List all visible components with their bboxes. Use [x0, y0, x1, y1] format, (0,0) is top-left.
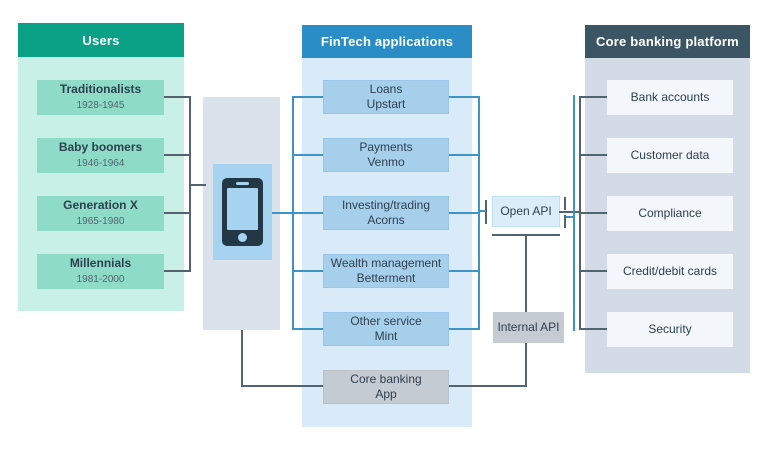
users-header: Users [18, 23, 184, 57]
fintech-node-investing: Investing/trading Acorns [323, 196, 449, 230]
connector-line [581, 154, 607, 156]
user-group-years: 1928-1945 [76, 100, 125, 111]
smartphone-speaker [236, 182, 249, 185]
fintech-category: Investing/trading [341, 198, 431, 212]
connector-line [164, 212, 190, 214]
connector-line [579, 96, 581, 330]
user-group-label: Baby boomers [58, 140, 143, 154]
connector-line [525, 343, 527, 387]
user-group-years: 1946-1964 [76, 158, 125, 169]
fintech-provider: App [375, 387, 397, 401]
user-group-baby-boomers: Baby boomers 1946-1964 [37, 138, 164, 173]
core-node-credit-debit-cards: Credit/debit cards [607, 254, 733, 289]
internal-api-node: Internal API [493, 312, 564, 343]
fintech-node-wealth-management: Wealth management Betterment [323, 254, 449, 288]
fintech-panel [302, 58, 472, 427]
connector-line [581, 270, 607, 272]
fintech-node-other-service: Other service Mint [323, 312, 449, 346]
connector-line [294, 212, 323, 214]
connector-line [566, 216, 574, 218]
connector-line [294, 328, 323, 330]
smartphone-node [213, 164, 272, 260]
connector-line [559, 211, 581, 213]
connector-line [573, 95, 575, 331]
connector-line [241, 330, 243, 386]
user-group-years: 1965-1980 [76, 216, 125, 227]
connector-line [294, 270, 323, 272]
fintech-category: Payments [359, 140, 413, 154]
connector-cap [564, 197, 566, 210]
user-group-label: Generation X [63, 198, 138, 212]
connector-line [525, 236, 527, 312]
fintech-category: Wealth management [330, 256, 442, 270]
fintech-node-core-banking-app: Core banking App [323, 370, 449, 404]
user-group-millennials: Millennials 1981-2000 [37, 254, 164, 289]
open-api-node: Open API [492, 196, 560, 227]
user-group-generation-x: Generation X 1965-1980 [37, 196, 164, 231]
user-group-label: Traditionalists [59, 82, 142, 96]
fintech-category: Other service [350, 314, 422, 328]
connector-cap [485, 200, 487, 224]
connector-line [164, 96, 190, 98]
fintech-provider: Upstart [366, 97, 406, 111]
fintech-provider: Acorns [367, 213, 405, 227]
smartphone-icon [222, 178, 263, 246]
connector-line [164, 154, 190, 156]
connector-line [449, 328, 478, 330]
connector-line [294, 96, 323, 98]
connector-line [581, 328, 607, 330]
fintech-node-loans: Loans Upstart [323, 80, 449, 114]
connector-line [449, 270, 478, 272]
connector-line [480, 210, 486, 212]
fintech-provider: Venmo [367, 155, 405, 169]
connector-line [449, 96, 478, 98]
fintech-category: Loans [369, 82, 403, 96]
user-group-years: 1981-2000 [76, 274, 125, 285]
user-group-label: Millennials [69, 256, 132, 270]
connector-line [189, 184, 206, 186]
connector-line [581, 96, 607, 98]
fintech-category: Core banking [350, 372, 422, 386]
core-node-compliance: Compliance [607, 196, 733, 231]
connector-line [581, 212, 607, 214]
connector-line [478, 96, 480, 330]
connector-line [449, 212, 478, 214]
connector-line [492, 234, 560, 236]
smartphone-home-button [238, 233, 247, 242]
user-group-traditionalists: Traditionalists 1928-1945 [37, 80, 164, 115]
smartphone-screen [227, 188, 258, 230]
fintech-header: FinTech applications [302, 25, 472, 58]
connector-line [272, 212, 292, 214]
fintech-node-payments: Payments Venmo [323, 138, 449, 172]
connector-line [294, 154, 323, 156]
core-node-bank-accounts: Bank accounts [607, 80, 733, 115]
fintech-provider: Betterment [356, 271, 416, 285]
connector-line [292, 96, 294, 330]
connector-line [449, 154, 478, 156]
core-node-customer-data: Customer data [607, 138, 733, 173]
connector-line [164, 270, 190, 272]
core-node-security: Security [607, 312, 733, 347]
core-banking-header: Core banking platform [585, 25, 750, 58]
connector-line [241, 385, 323, 387]
connector-line [449, 385, 527, 387]
connector-cap [564, 215, 566, 228]
fintech-provider: Mint [374, 329, 398, 343]
